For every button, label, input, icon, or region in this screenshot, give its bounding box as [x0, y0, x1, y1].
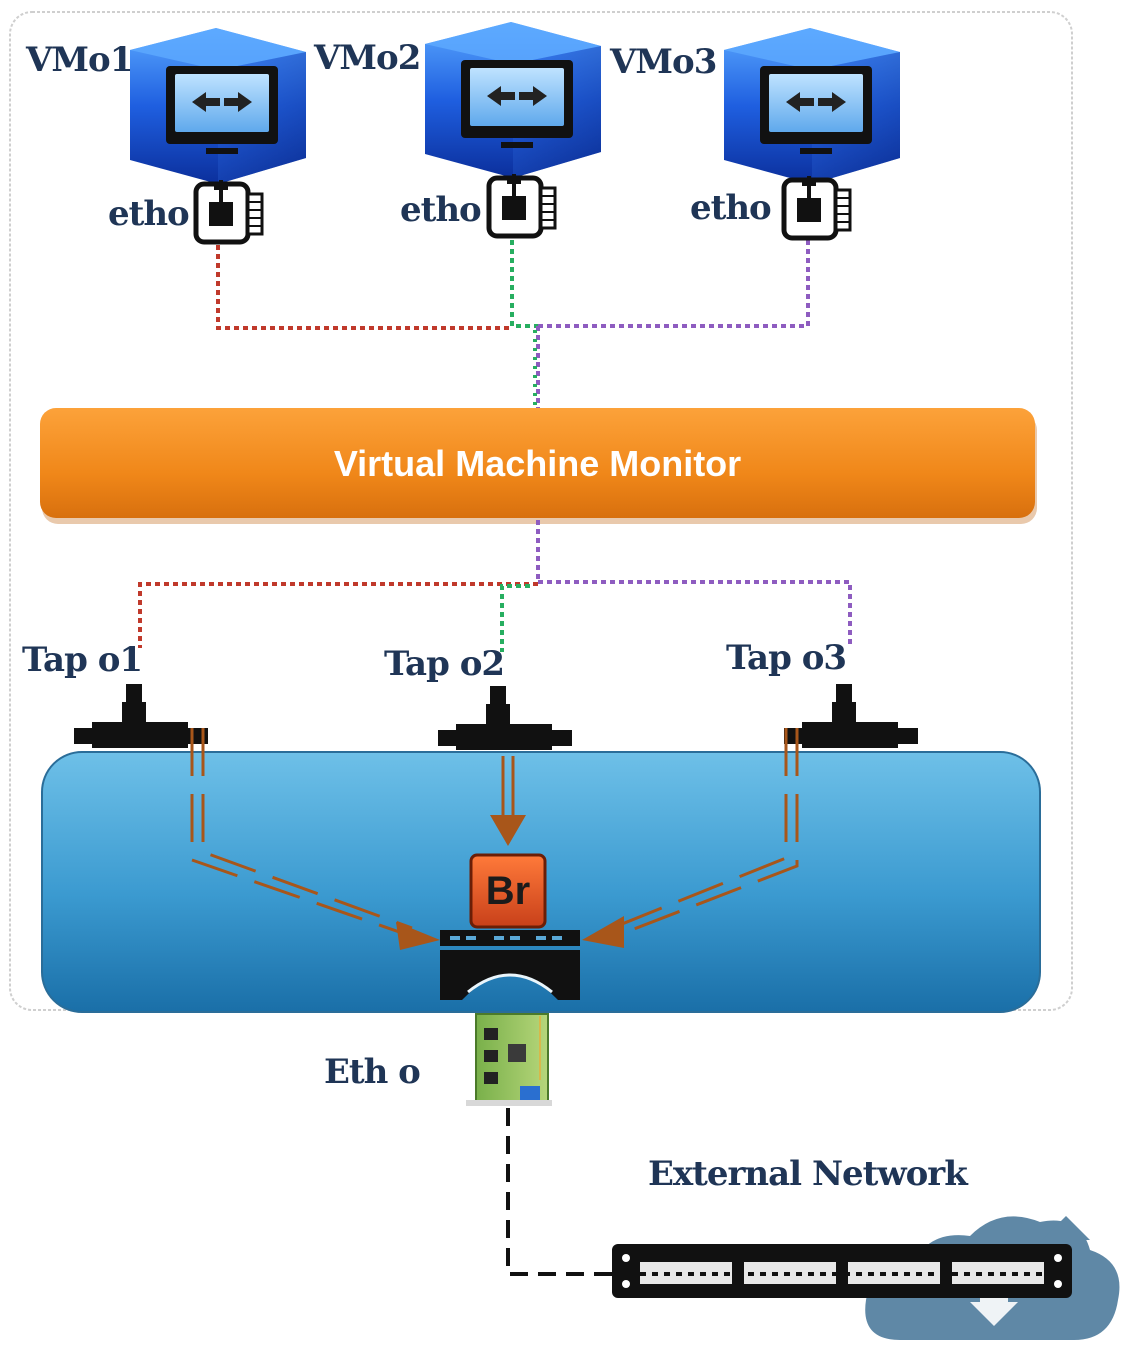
vm01-eth-port-icon [196, 180, 262, 242]
vmm-bar [40, 408, 1035, 518]
patch-panel-icon [612, 1244, 1072, 1298]
tap03-arrowhead [582, 916, 624, 948]
vm01-label: VMo1 [26, 40, 133, 80]
vm03-eth-port-icon [784, 176, 850, 238]
vm02-eth-port-icon [489, 174, 555, 236]
tap03-link [538, 580, 852, 648]
external-link [506, 1108, 612, 1276]
vm-links [216, 240, 810, 410]
host-boundary [9, 11, 1073, 1011]
vm01-link [216, 245, 512, 330]
external-network-label: External Network [648, 1154, 968, 1194]
tap02-label: Tap o2 [384, 644, 505, 684]
tap-links [138, 520, 852, 652]
vm02-link [510, 240, 538, 328]
vm03-link [538, 240, 810, 328]
tap03-label: Tap o3 [726, 638, 847, 678]
tap01-arrowhead [396, 922, 440, 950]
tap02-link [500, 584, 530, 652]
tap01-flow-line-a [190, 728, 409, 937]
tap-to-bridge-arrows [190, 728, 799, 938]
tap01-connector-icon [74, 684, 208, 748]
vm03-eth-label: etho [690, 188, 772, 228]
br-box [469, 853, 547, 929]
br-label: Br [485, 868, 531, 913]
tap02-connector-icon [438, 686, 572, 750]
tap01-link [138, 582, 538, 648]
tap01-label: Tap o1 [22, 640, 143, 680]
eth0-label: Eth o [324, 1052, 421, 1092]
vm02-cube-icon [425, 22, 601, 178]
vm01-eth-label: etho [108, 194, 190, 234]
vm03-cube-icon [724, 28, 900, 184]
tap03-flow-line-a [611, 728, 788, 930]
vmm-label: Virtual Machine Monitor [333, 443, 742, 484]
tap03-connector-icon [784, 684, 918, 748]
tap01-flow-line-b [201, 728, 413, 930]
nic-card-icon [466, 1013, 552, 1106]
vm02-eth-label: etho [400, 190, 482, 230]
tap03-flow-line-b [615, 728, 799, 938]
vm03-label: VMo3 [610, 42, 717, 82]
vm02-label: VMo2 [314, 38, 421, 78]
vm01-cube-icon [130, 28, 306, 184]
bridge-icon [440, 930, 580, 1000]
tap02-arrowhead [490, 815, 526, 846]
